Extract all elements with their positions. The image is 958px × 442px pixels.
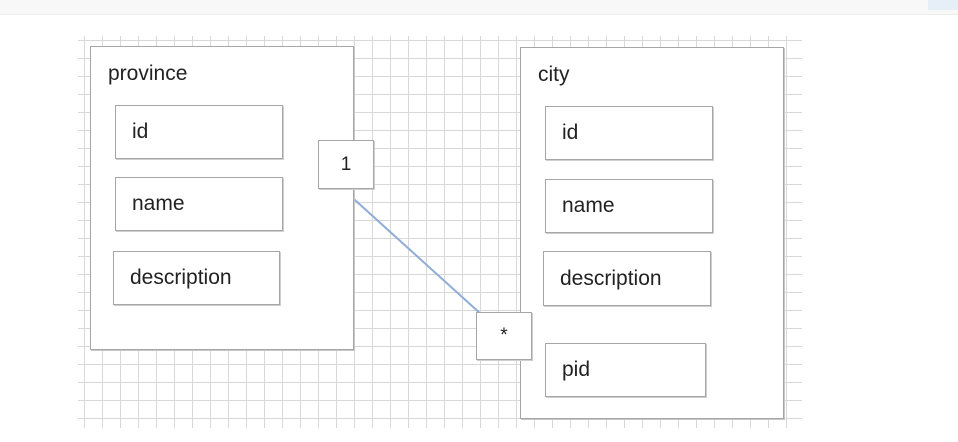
source-cardinality-label: 1 [318,140,374,189]
province-field-id[interactable]: id [115,105,283,159]
city-field-pid[interactable]: pid [545,343,706,397]
city-field-description[interactable]: description [543,251,711,306]
province-field-name[interactable]: name [115,177,283,231]
province-field-description[interactable]: description [113,251,280,305]
city-field-id[interactable]: id [545,106,713,160]
corner-tab [928,0,958,10]
city-field-name[interactable]: name [545,179,713,233]
target-cardinality-label: * [476,312,532,360]
entity-title: city [538,63,570,86]
entity-title: province [108,62,188,85]
top-bar [0,0,958,15]
